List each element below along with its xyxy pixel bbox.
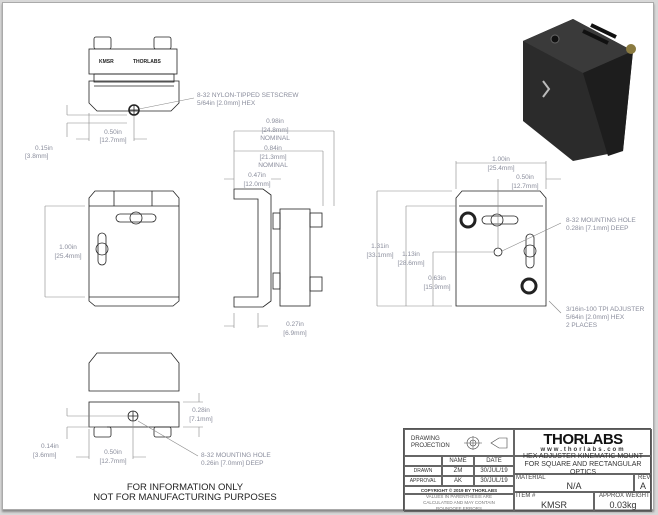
hole-callout-line2: 0.28in [7.1mm] DEEP <box>566 225 629 232</box>
dim-label: [25.4mm] <box>487 165 515 172</box>
dim-label: 0.14in <box>41 443 59 450</box>
dim-label: 0.50in <box>104 129 122 136</box>
dim-label: [33.1mm] <box>366 252 394 259</box>
dim-label: NOMINAL <box>260 135 290 142</box>
isometric-render <box>523 19 636 161</box>
approval-label: APPROVAL <box>404 476 442 486</box>
bottom-hole-callout-line2: 0.26in [7.0mm] DEEP <box>201 460 264 467</box>
title-block: DRAWING PROJECTION NAME DATE DRAWN ZM 30… <box>403 428 652 512</box>
thorlabs-logo: THORLABS <box>543 430 623 448</box>
dim-label: 1.31in <box>371 243 389 250</box>
bottom-hole-callout-line1: 8-32 MOUNTING HOLE <box>201 452 271 459</box>
name-header: NAME <box>442 456 474 466</box>
website: www.thorlabs.com <box>540 446 626 453</box>
dim-label: [25.4mm] <box>54 253 82 260</box>
drawn-date: 30/JUL/19 <box>474 466 514 476</box>
dim-label: 0.98in <box>266 118 284 125</box>
dim-label: [15.9mm] <box>423 284 451 291</box>
approval-name: AK <box>442 476 474 486</box>
dim-label: [6.9mm] <box>283 330 307 337</box>
material-value: N/A <box>566 480 582 491</box>
material-label: MATERIAL <box>516 475 546 481</box>
adjuster-callout-line1: 3/16in-100 TPI ADJUSTER <box>566 306 645 313</box>
setscrew-callout-line1: 8-32 NYLON-TIPPED SETSCREW <box>197 92 299 99</box>
logo-cell: THORLABS www.thorlabs.com <box>514 429 652 456</box>
blank-cell <box>404 456 442 466</box>
engraving-brand: THORLABS <box>133 59 161 65</box>
material-cell: N/A <box>514 474 634 492</box>
dim-label: [24.8mm] <box>261 127 289 134</box>
dim-label: [12.7mm] <box>99 137 127 144</box>
rear-view <box>455 190 547 307</box>
front-view <box>88 190 180 307</box>
dim-label: 0.84in <box>264 145 282 152</box>
dim-label: 0.50in <box>516 174 534 181</box>
dim-label: 0.63in <box>428 275 446 282</box>
technical-drawing <box>44 36 562 459</box>
setscrew-callout-line2: 5/64in [2.0mm] HEX <box>197 100 256 107</box>
item-label: ITEM # <box>516 493 536 499</box>
date-header: DATE <box>474 456 514 466</box>
dim-label: 1.00in <box>59 244 77 251</box>
approval-date: 30/JUL/19 <box>474 476 514 486</box>
weight-value: 0.03kg <box>609 499 637 510</box>
weight-label: APPROX WEIGHT <box>599 493 650 499</box>
projection-label: DRAWING PROJECTION <box>411 435 450 449</box>
drawn-label: DRAWN <box>404 466 442 476</box>
bottom-view <box>88 352 180 438</box>
copyright: COPYRIGHT © 2019 BY THORLABS <box>404 486 514 494</box>
dim-label: [12.7mm] <box>511 183 539 190</box>
values-note: VALUES IN PARENTHESIS ARE CALCULATED AND… <box>404 494 514 512</box>
dim-label: 1.00in <box>492 156 510 163</box>
dim-label: 0.28in <box>192 407 210 414</box>
engraving-model: KMSR <box>99 59 114 65</box>
rev-cell: A <box>634 474 652 492</box>
adjuster-callout-line2: 5/64in [2.0mm] HEX <box>566 314 625 321</box>
dim-label: [28.6mm] <box>397 260 425 267</box>
description: HEX ADJUSTER KINEMATIC MOUNT FOR SQUARE … <box>514 453 652 476</box>
third-angle-projection-icon <box>464 435 508 450</box>
weight-cell: 0.03kg <box>594 492 652 512</box>
projection-cell: DRAWING PROJECTION <box>404 429 514 456</box>
dim-label: 0.15in <box>35 145 53 152</box>
dim-label: [3.6mm] <box>33 452 57 459</box>
adjuster-callout-line3: 2 PLACES <box>566 322 598 329</box>
dim-label: [12.0mm] <box>243 181 271 188</box>
rev-label: REV <box>638 475 651 481</box>
side-view <box>233 188 323 308</box>
dim-label: [3.8mm] <box>25 153 49 160</box>
dim-label: [21.3mm] <box>259 154 287 161</box>
item-cell: KMSR <box>514 492 594 512</box>
notice-line1: FOR INFORMATION ONLY <box>126 482 244 493</box>
dimension-lines <box>44 97 562 459</box>
notice-line2: NOT FOR MANUFACTURING PURPOSES <box>93 492 277 503</box>
dim-label: 0.47in <box>248 172 266 179</box>
dim-label: NOMINAL <box>258 162 288 169</box>
top-view <box>88 36 180 116</box>
dim-label: 1.13in <box>402 251 420 258</box>
dim-label: 0.27in <box>286 321 304 328</box>
drawn-name: ZM <box>442 466 474 476</box>
rev-value: A <box>639 480 646 491</box>
item-value: KMSR <box>540 499 567 510</box>
hole-callout-line1: 8-32 MOUNTING HOLE <box>566 217 636 224</box>
dim-label: [7.1mm] <box>189 416 213 423</box>
dim-label: [12.7mm] <box>99 458 127 465</box>
dim-label: 0.50in <box>104 449 122 456</box>
